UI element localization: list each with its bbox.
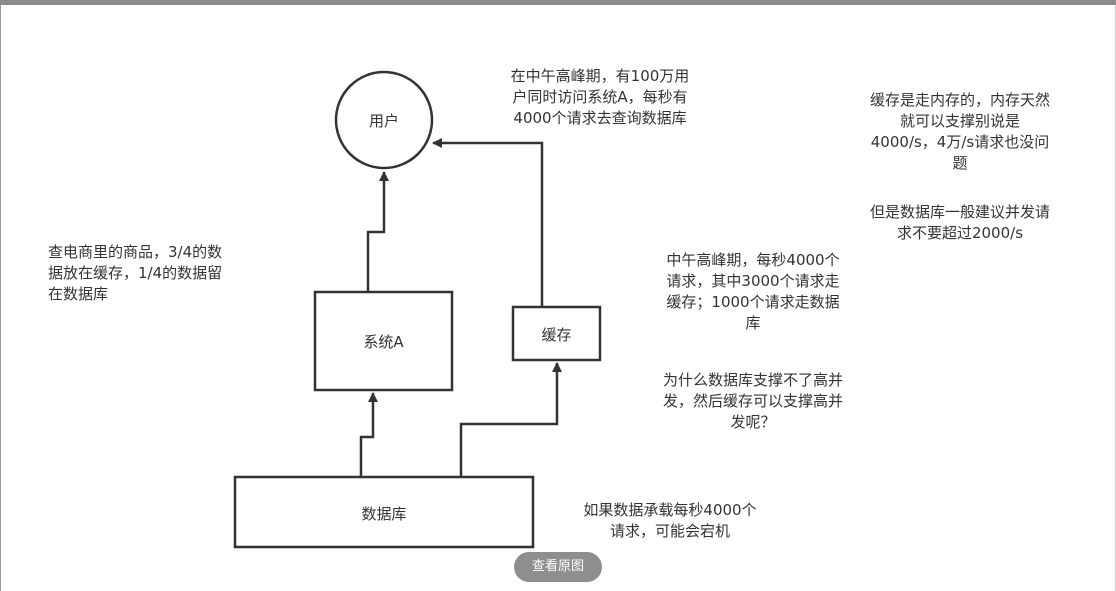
note-db-advice: 但是数据库一般建议并发请 求不要超过2000/s (840, 202, 1080, 244)
note-line: 查电商里的商品，3/4的数 (48, 243, 223, 261)
database-node-shape (233, 475, 535, 549)
note-crash: 如果数据承载每秒4000个 请求，可能会宕机 (550, 500, 790, 542)
system-a-node-shape (313, 290, 454, 392)
note-line: 就可以支撑别说是 (899, 112, 1020, 130)
top-bar (0, 0, 1116, 5)
note-line: 缓存是走内存的，内存天然 (869, 91, 1050, 109)
arrow-database-to-system-a (359, 392, 378, 477)
view-original-button[interactable]: 查看原图 (514, 552, 602, 582)
note-question: 为什么数据库支撑不了高并 发，然后缓存可以支撑高并 发呢？ (633, 370, 873, 433)
system-a-node-label: 系统A (363, 333, 404, 351)
note-line: 求不要超过2000/s (896, 224, 1024, 242)
note-line: 库 (745, 314, 761, 332)
note-line: 户同时访问系统A，每秒有 (512, 88, 688, 106)
cache-node-shape (511, 305, 602, 362)
note-line: 发呢？ (730, 413, 776, 431)
note-line: 在数据库 (48, 285, 109, 303)
note-cache-memory: 缓存是走内存的，内存天然 就可以支撑别说是 4000/s，4万/s请求也没问 题 (840, 90, 1080, 174)
note-line: 但是数据库一般建议并发请 (869, 203, 1050, 221)
note-line: 4000个请求去查询数据库 (513, 109, 687, 127)
arrow-cache-to-user (432, 138, 544, 307)
note-line: 题 (952, 154, 968, 172)
database-node-label: 数据库 (361, 505, 407, 523)
note-line: 为什么数据库支撑不了高并 (662, 371, 843, 389)
user-node-label: 用户 (368, 112, 399, 130)
note-line: 中午高峰期，每秒4000个 (666, 251, 840, 269)
user-node-shape (334, 70, 434, 170)
note-line: 据放在缓存，1/4的数据留 (48, 264, 223, 282)
note-line: 如果数据承载每秒4000个 (583, 501, 757, 519)
note-line: 请求，其中3000个请求走 (666, 272, 840, 290)
note-line: 在中午高峰期，有100万用 (510, 67, 690, 85)
cache-node-label: 缓存 (541, 326, 572, 344)
note-line: 缓存；1000个请求走数据 (666, 293, 840, 311)
note-line: 发，然后缓存可以支撑高并 (662, 392, 843, 410)
note-peak-split: 中午高峰期，每秒4000个 请求，其中3000个请求走 缓存；1000个请求走数… (633, 250, 873, 334)
note-line: 4000/s，4万/s请求也没问 (870, 133, 1050, 151)
note-products: 查电商里的商品，3/4的数 据放在缓存，1/4的数据留 在数据库 (48, 242, 288, 305)
arrow-system-a-to-user (366, 171, 389, 292)
note-line: 请求，可能会宕机 (609, 522, 730, 540)
note-peak-users: 在中午高峰期，有100万用 户同时访问系统A，每秒有 4000个请求去查询数据库 (480, 66, 720, 129)
arrow-database-to-cache (459, 362, 562, 477)
